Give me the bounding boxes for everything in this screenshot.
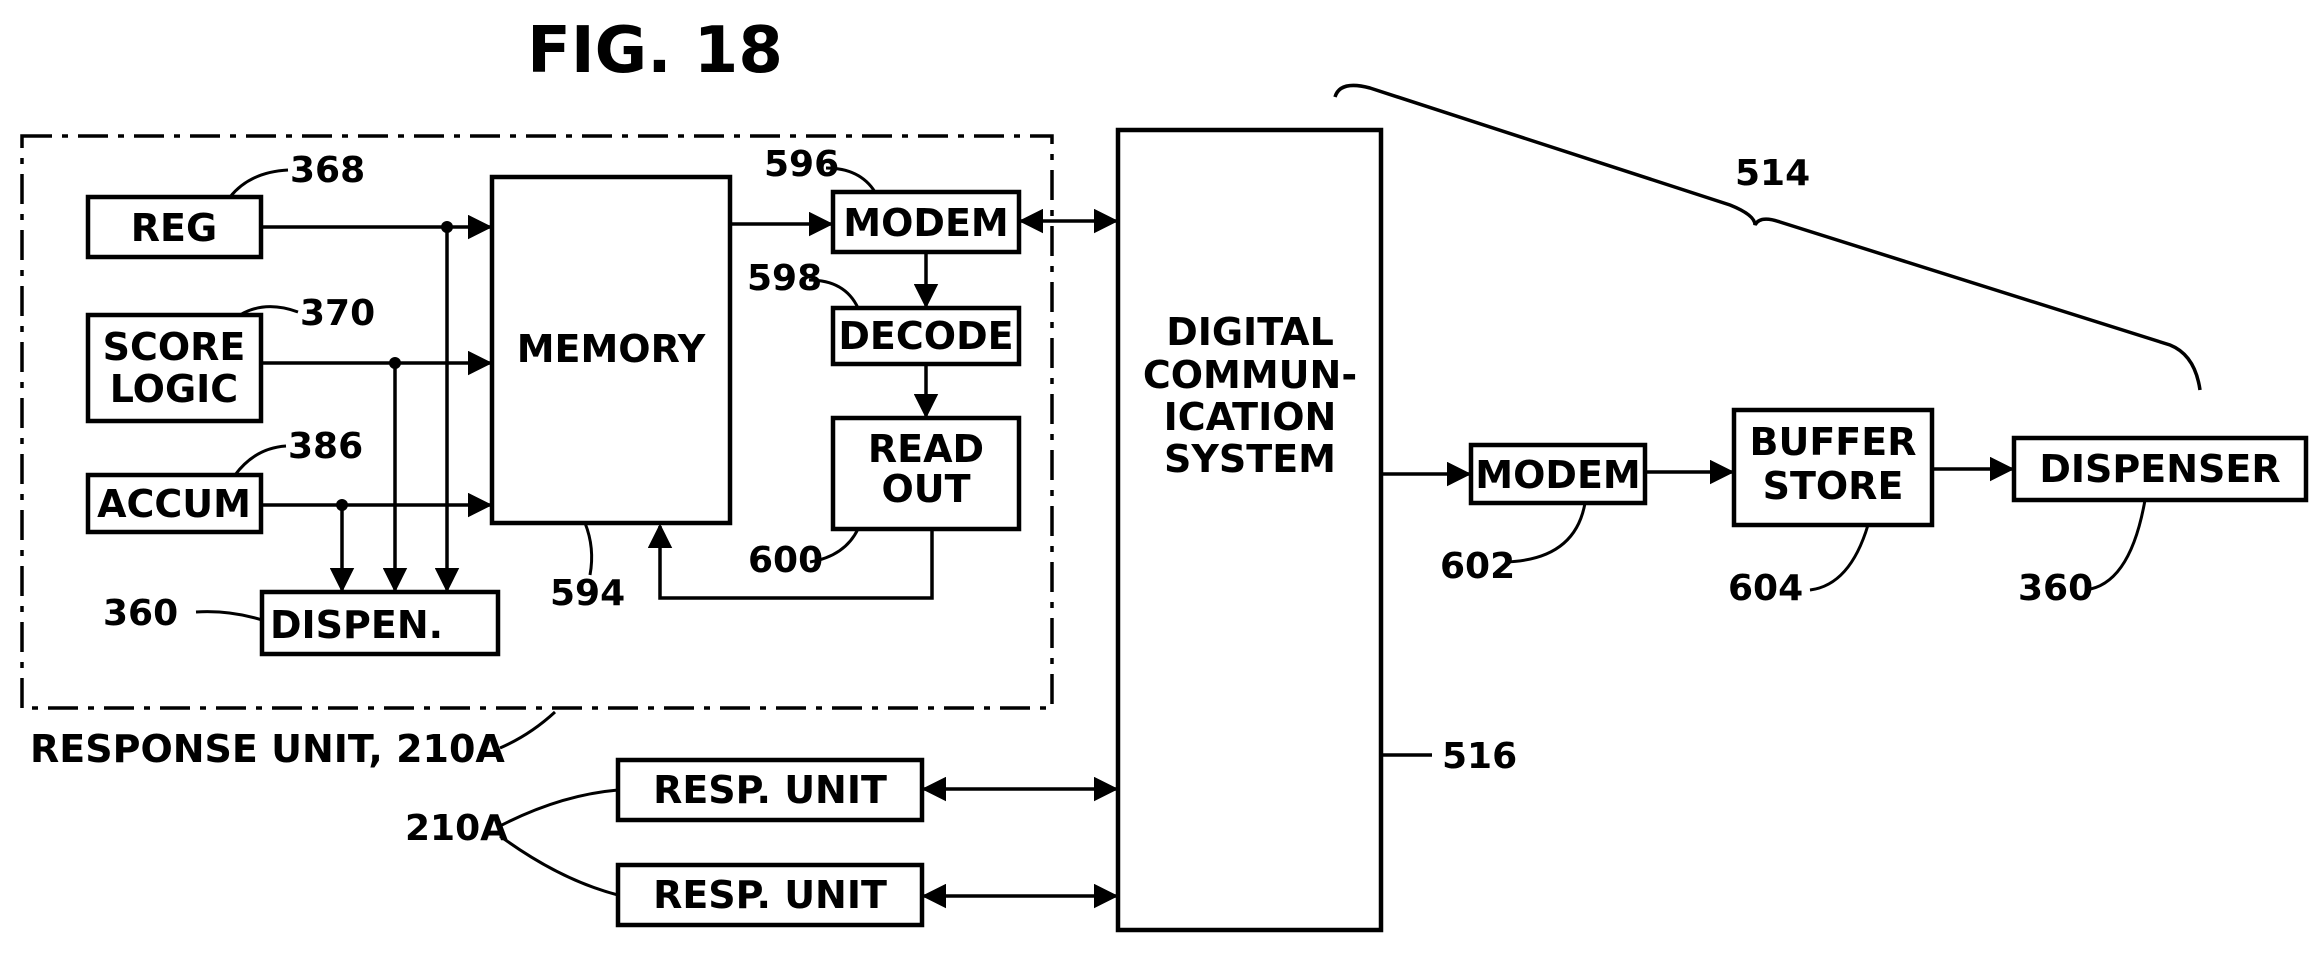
score-logic-leader xyxy=(239,305,299,317)
accum-label: ACCUM xyxy=(97,482,251,526)
score-logic-label-line2: LOGIC xyxy=(110,367,238,411)
modem-remote-ref: 602 xyxy=(1440,546,1515,587)
group-ref: 514 xyxy=(1735,153,1810,194)
buffer-store-ref: 604 xyxy=(1728,568,1803,609)
dispenser-ref: 360 xyxy=(2018,568,2093,609)
readout-label-line2: OUT xyxy=(881,467,970,511)
reg-leader xyxy=(228,168,289,198)
resp-unit-2-label: RESP. UNIT xyxy=(653,873,887,917)
modem-local-leader xyxy=(825,166,877,193)
digital-comm-label-line2: COMMUN- xyxy=(1143,353,1357,397)
figure-title: FIG. 18 xyxy=(527,14,783,88)
memory-block xyxy=(489,174,733,526)
digital-comm-label-line4: SYSTEM xyxy=(1164,437,1336,481)
modem-remote-label: MODEM xyxy=(1475,453,1640,497)
buffer-store-label-line1: BUFFER xyxy=(1750,420,1917,464)
dispen-ref: 360 xyxy=(103,593,178,634)
digital-comm-ref: 516 xyxy=(1442,736,1517,777)
memory-label: MEMORY xyxy=(517,327,706,371)
digital-comm-block xyxy=(1115,127,1384,933)
dispenser-leader xyxy=(2084,499,2147,592)
modem-local-label: MODEM xyxy=(843,201,1008,245)
digital-comm-label-line1: DIGITAL xyxy=(1166,310,1334,354)
buffer-store-leader xyxy=(1809,524,1870,592)
modem-remote-block xyxy=(1468,442,1648,506)
response-unit-boundary xyxy=(20,134,1054,710)
dispen-label: DISPEN. xyxy=(270,603,443,647)
resp-unit-1-label: RESP. UNIT xyxy=(653,768,887,812)
score-logic-label-line1: SCORE xyxy=(103,325,246,369)
memory-ref: 594 xyxy=(550,573,625,614)
memory-leader xyxy=(583,522,594,576)
dispen-block xyxy=(259,589,501,657)
resp-unit-1-leader xyxy=(499,788,619,828)
score-logic-block xyxy=(85,312,264,424)
digital-comm-label-line3: ICATION xyxy=(1164,395,1337,439)
reg-block xyxy=(85,194,264,260)
reg-ref: 368 xyxy=(290,150,365,191)
modem-local-block xyxy=(830,189,1022,255)
group-bracket xyxy=(1333,83,2202,391)
dispenser-label: DISPENSER xyxy=(2039,447,2280,491)
modem-remote-leader xyxy=(1504,502,1587,564)
accum-ref: 386 xyxy=(288,426,363,467)
dispen-leader xyxy=(195,610,263,622)
buffer-store-block xyxy=(1731,407,1935,528)
readout-block xyxy=(830,415,1022,532)
readout-leader xyxy=(809,528,860,564)
score-logic-ref: 370 xyxy=(300,293,375,334)
readout-to-memory-line xyxy=(647,523,934,600)
buffer-store-label-line2: STORE xyxy=(1763,464,1904,508)
dispenser-block xyxy=(2011,435,2309,503)
accum-block xyxy=(85,472,264,535)
resp-unit-2-leader xyxy=(499,834,619,897)
modem-local-ref: 596 xyxy=(764,144,839,185)
accum-leader xyxy=(233,444,287,476)
decode-label: DECODE xyxy=(838,314,1013,358)
decode-leader xyxy=(808,278,860,309)
response-unit-leader xyxy=(499,710,557,750)
response-unit-label: RESPONSE UNIT, 210A xyxy=(30,727,505,771)
decode-ref: 598 xyxy=(747,258,822,299)
reg-label: REG xyxy=(131,206,217,250)
resp-units-ref: 210A xyxy=(405,808,508,849)
readout-label-line1: READ xyxy=(868,427,984,471)
